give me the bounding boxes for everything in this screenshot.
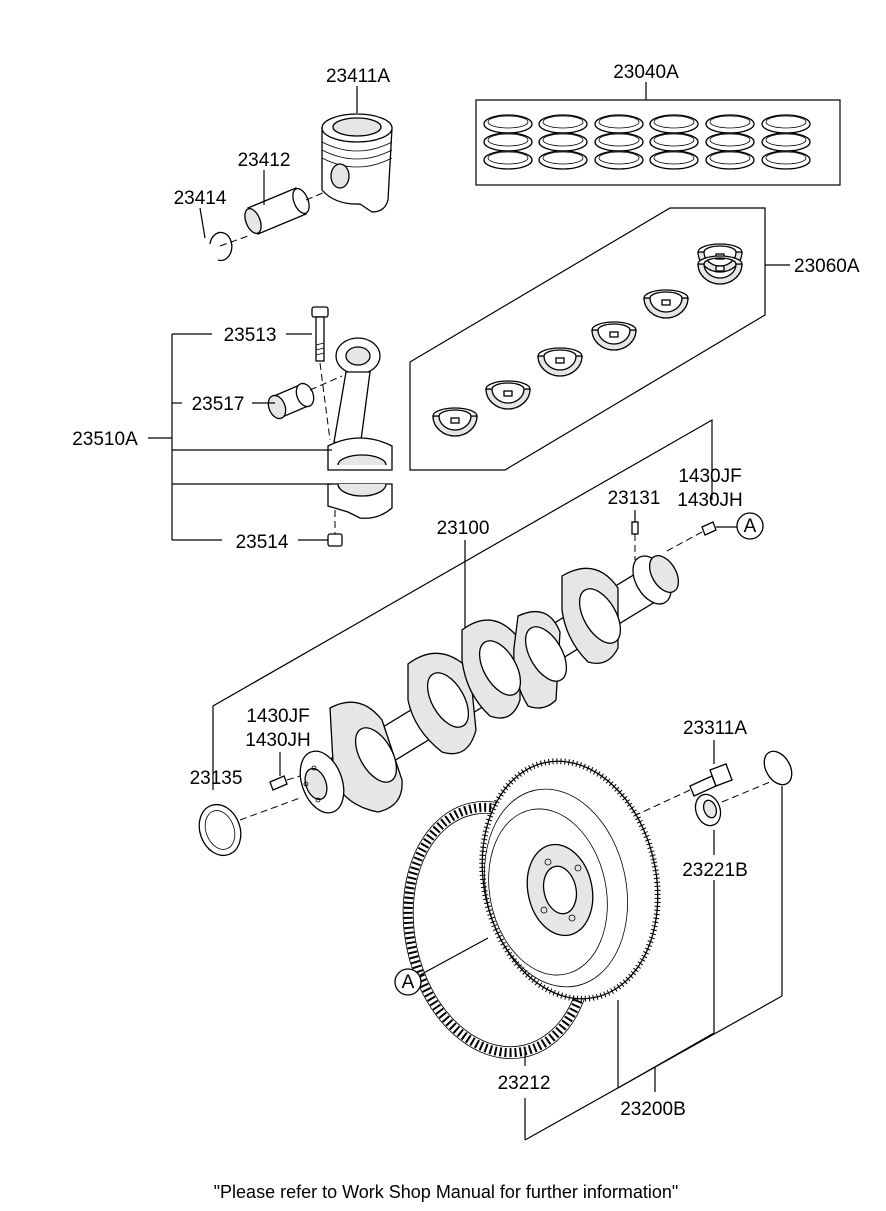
bearing-set (409, 207, 790, 471)
marker-a-left-label: A (402, 972, 415, 993)
label-left-plug-1: 1430JF (246, 706, 309, 727)
label-connecting-rod-assy: 23510A (72, 429, 138, 450)
label-rod-bolt: 23513 (224, 325, 277, 346)
label-ring-gear: 23212 (498, 1073, 551, 1094)
label-piston-pin: 23412 (238, 150, 291, 171)
snap-ring-icon (209, 231, 233, 262)
label-piston: 23411A (326, 66, 390, 87)
label-crank-key: 23131 (608, 488, 661, 509)
piston-icon (321, 113, 393, 213)
rod-bolt-icon (311, 306, 329, 362)
crank-key-icon (631, 521, 639, 535)
oil-seal-icon (198, 803, 242, 857)
footer-note: "Please refer to Work Shop Manual for fu… (214, 1182, 679, 1202)
label-right-plug-1: 1430JF (678, 466, 741, 487)
connecting-rod-group (148, 306, 393, 547)
left-plug-icon (269, 775, 288, 791)
flywheel-icon (479, 758, 661, 1002)
flywheel-bolt-icon (689, 763, 733, 797)
label-pilot-bearing: 23221B (682, 860, 748, 881)
label-flywheel-assy: 23200B (620, 1099, 686, 1120)
marker-a-right (736, 512, 764, 540)
label-oil-seal: 23135 (190, 768, 243, 789)
label-rod-bushing: 23517 (192, 394, 245, 415)
seal-ring-icon (763, 750, 793, 786)
label-right-plug-2: 1430JH (677, 490, 743, 511)
piston-ring-set (475, 82, 841, 186)
rod-bushing-icon (267, 382, 315, 420)
crankshaft-icon (299, 555, 680, 814)
piston-pin-icon (244, 187, 310, 235)
label-bearing-set: 23060A (794, 256, 860, 277)
label-rod-nut: 23514 (236, 532, 289, 553)
marker-a-right-label: A (744, 516, 757, 537)
label-snap-ring: 23414 (174, 188, 227, 209)
crankshaft-group (198, 418, 764, 857)
rod-nut-icon (327, 533, 343, 547)
flywheel-group (394, 740, 793, 1141)
pilot-bearing-icon (694, 793, 722, 827)
connecting-rod-icon (327, 337, 393, 519)
label-flywheel-bolt: 23311A (683, 718, 747, 739)
marker-a-left (394, 968, 422, 996)
label-left-plug-2: 1430JH (245, 730, 311, 751)
label-crankshaft: 23100 (437, 518, 490, 539)
piston-group (199, 86, 393, 262)
label-piston-ring-set: 23040A (613, 62, 679, 83)
right-plug-icon (701, 521, 717, 536)
